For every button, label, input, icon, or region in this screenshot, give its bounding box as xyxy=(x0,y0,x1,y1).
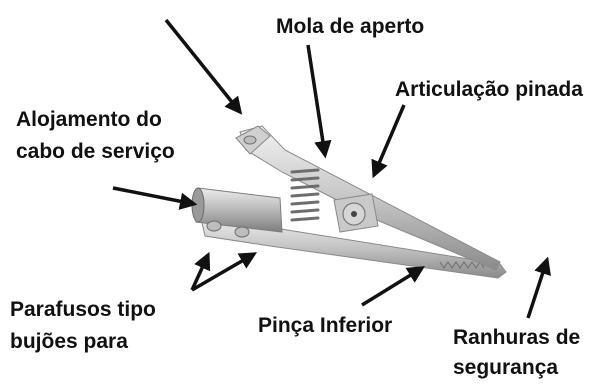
label-alojamento-line2: cabo de serviço xyxy=(16,140,175,163)
label-mola-de-aperto: Mola de aperto xyxy=(276,15,425,38)
label-alojamento-line1: Alojamento do xyxy=(16,108,162,131)
label-ranhuras-line2: segurança xyxy=(453,356,559,379)
screw-plugs xyxy=(206,135,257,238)
pivot-joint xyxy=(333,193,379,233)
arrow-alojamento xyxy=(112,186,198,210)
spring xyxy=(290,168,320,222)
label-pinca-inferior: Pinça Inferior xyxy=(258,314,393,337)
arrow-mola xyxy=(306,44,332,159)
arrow-articulacao xyxy=(371,104,406,179)
arrow-ranhuras xyxy=(526,256,551,319)
label-articulacao-pinada: Articulação pinada xyxy=(395,78,583,101)
label-parafusos-line1: Parafusos tipo xyxy=(10,298,156,321)
label-parafusos-line2: bujões para xyxy=(10,330,128,353)
label-ranhuras-line1: Ranhuras de xyxy=(453,326,581,349)
serrations xyxy=(439,260,485,270)
arrow-top-left xyxy=(164,18,243,115)
arrow-pinca xyxy=(361,266,425,307)
arrow-parafuso-1 xyxy=(190,251,211,291)
arrow-parafuso-2 xyxy=(191,252,258,292)
